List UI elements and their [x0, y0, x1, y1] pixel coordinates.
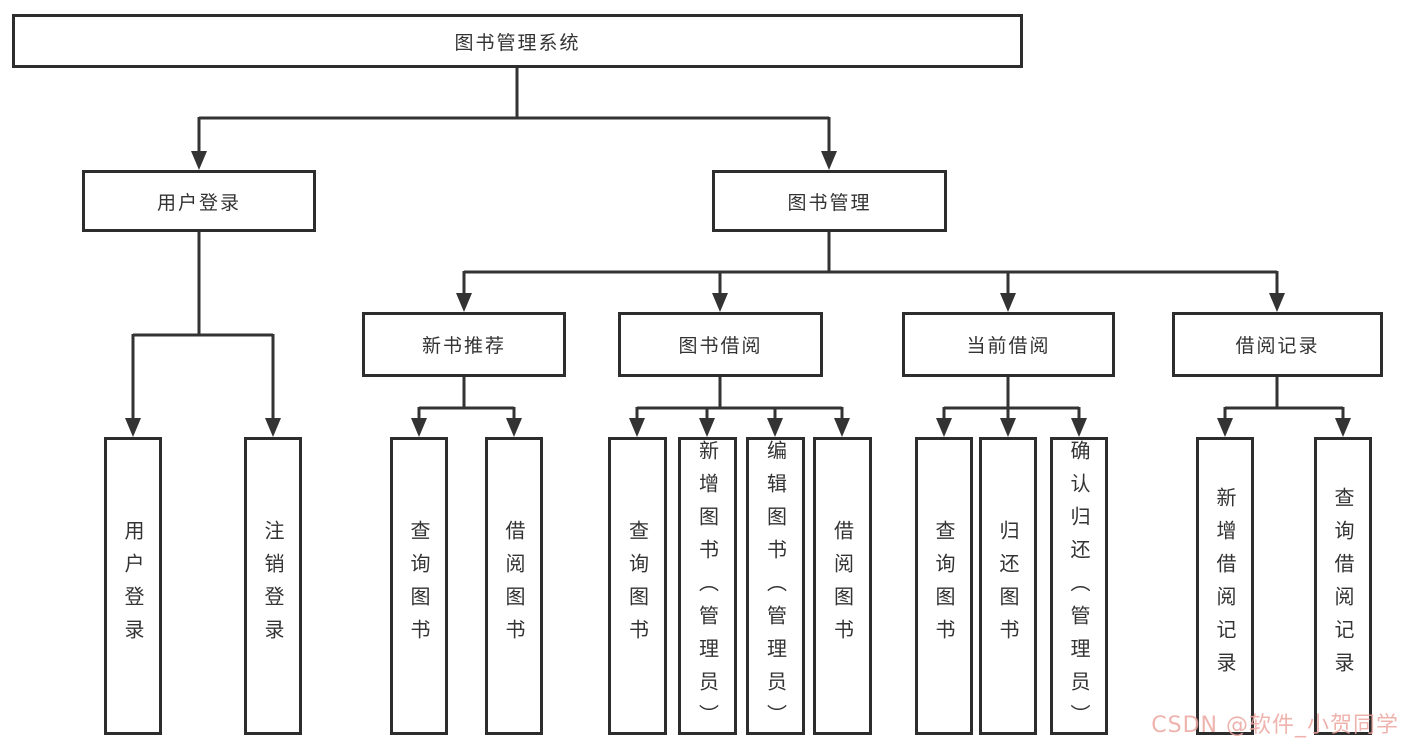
- node-label: 借阅记录: [1235, 335, 1320, 357]
- leaf-query-books-1: 查询图书: [390, 437, 448, 735]
- node-label: 新书推荐: [421, 335, 506, 357]
- node-user-login-branch: 用户登录: [82, 170, 316, 232]
- leaf-add-borrow-record: 新增借阅记录: [1196, 437, 1254, 735]
- node-label: 编辑图书（管理员）: [763, 440, 788, 737]
- node-book-borrowing: 图书借阅: [618, 312, 823, 377]
- node-label: 借阅图书: [830, 520, 855, 652]
- node-label: 新增图书（管理员）: [695, 440, 720, 737]
- node-label: 查询借阅记录: [1331, 487, 1355, 685]
- node-label: 当前借阅: [966, 335, 1051, 357]
- node-borrowing-records: 借阅记录: [1172, 312, 1383, 377]
- node-label: 用户登录: [121, 520, 145, 652]
- node-label: 确认归还（管理员）: [1067, 440, 1091, 737]
- node-label: 查询图书: [625, 520, 650, 652]
- leaf-confirm-return-admin: 确认归还（管理员）: [1050, 437, 1108, 737]
- node-current-borrowing: 当前借阅: [902, 312, 1115, 377]
- node-label: 图书借阅: [678, 335, 763, 357]
- node-library-system-root: 图书管理系统: [12, 14, 1023, 68]
- leaf-return-books: 归还图书: [979, 437, 1037, 735]
- node-book-management-branch: 图书管理: [712, 170, 947, 232]
- leaf-logout: 注销登录: [244, 437, 302, 735]
- leaf-edit-books-admin: 编辑图书（管理员）: [746, 437, 805, 737]
- node-label: 用户登录: [156, 191, 241, 214]
- node-label: 图书管理系统: [454, 31, 581, 54]
- leaf-query-borrow-record: 查询借阅记录: [1314, 437, 1372, 735]
- node-label: 查询图书: [407, 520, 431, 652]
- node-label: 归还图书: [996, 520, 1020, 652]
- leaf-borrow-books-2: 借阅图书: [813, 437, 872, 735]
- node-label: 新增借阅记录: [1213, 487, 1237, 685]
- arrowhead-icons: [125, 151, 1351, 437]
- leaf-user-login: 用户登录: [104, 437, 162, 735]
- leaf-query-books-3: 查询图书: [915, 437, 973, 735]
- node-label: 借阅图书: [502, 520, 526, 652]
- leaf-query-books-2: 查询图书: [608, 437, 667, 735]
- node-label: 查询图书: [932, 520, 956, 652]
- leaf-borrow-books-1: 借阅图书: [485, 437, 543, 735]
- node-new-book-recommend: 新书推荐: [362, 312, 566, 377]
- node-label: 图书管理: [787, 191, 872, 214]
- node-label: 注销登录: [261, 520, 285, 652]
- leaf-add-books-admin: 新增图书（管理员）: [678, 437, 737, 737]
